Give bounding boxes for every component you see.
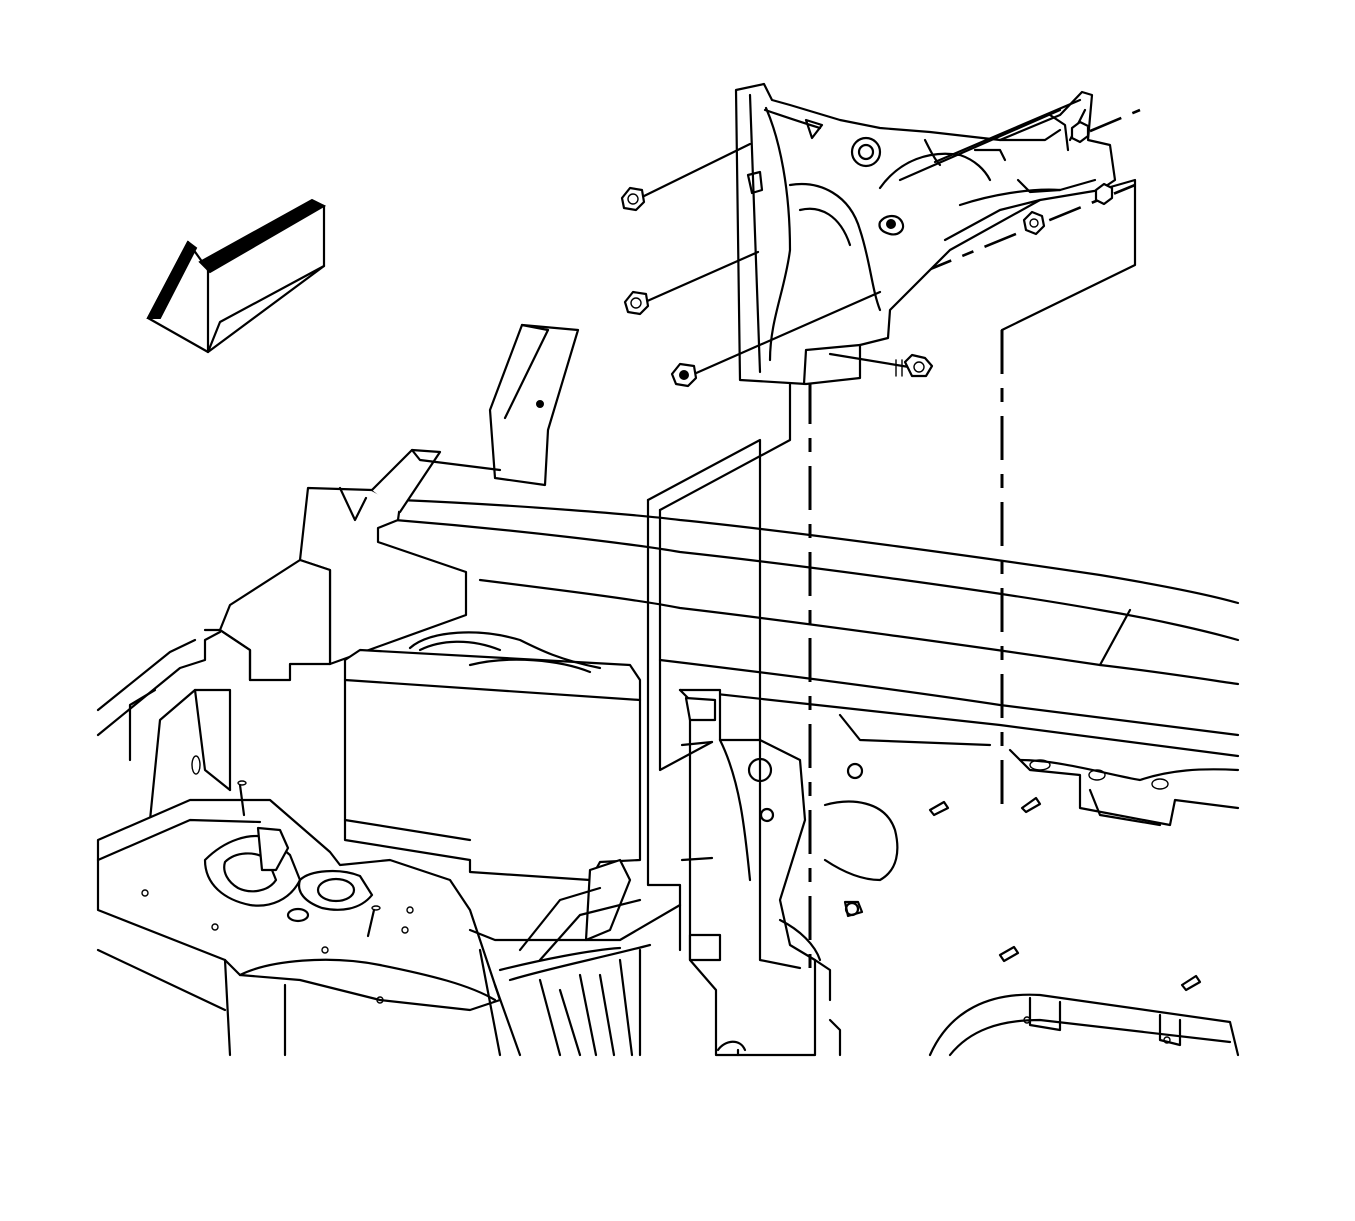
front-fender-apron — [96, 630, 502, 1057]
bolt-icon — [623, 250, 760, 316]
headlamp-mount-panel — [203, 558, 642, 882]
nut-icon — [1022, 210, 1046, 236]
upper-rail — [298, 323, 580, 666]
bolt-icon — [670, 290, 882, 388]
bolt-icon — [828, 352, 934, 378]
inner-right-panel — [823, 762, 1240, 1057]
front-direction-arrow-icon — [146, 198, 327, 354]
radiator-support-cross-beam — [393, 498, 1240, 827]
fasteners — [620, 120, 1114, 388]
bolt-icon — [620, 142, 752, 212]
radiator-support-bracket — [734, 82, 1117, 386]
nut-icon — [1070, 120, 1090, 144]
nut-icon — [1094, 182, 1114, 206]
radiator-core — [468, 858, 682, 1057]
